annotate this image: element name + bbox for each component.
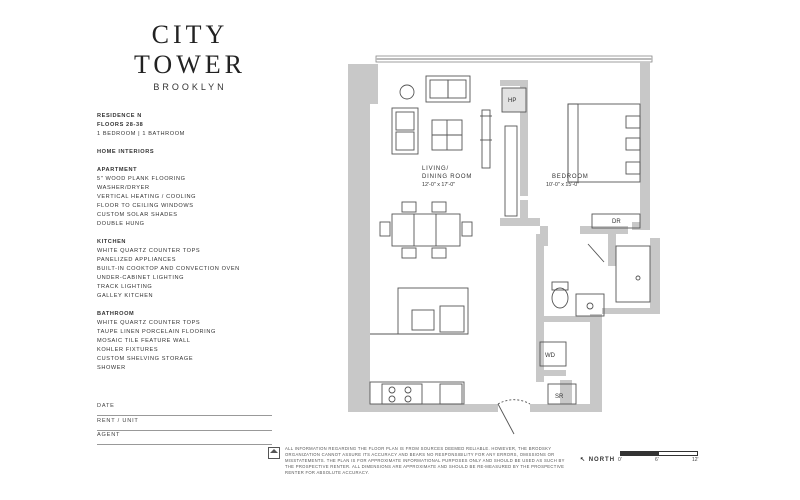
- kitchen-item: BUILT-IN COOKTOP AND CONVECTION OVEN: [97, 266, 240, 272]
- kitchen-item: PANELIZED APPLIANCES: [97, 257, 177, 263]
- kitchen-item: WHITE QUARTZ COUNTER TOPS: [97, 248, 201, 254]
- kitchen-item: UNDER-CABINET LIGHTING: [97, 275, 185, 281]
- residence-floors: FLOORS 28-38: [97, 122, 144, 128]
- brand-title-line1: CITY: [151, 20, 229, 49]
- scale-label-6: 6': [655, 457, 659, 463]
- scale-label-0: 0': [618, 457, 622, 463]
- bathroom-heading: BATHROOM: [97, 311, 135, 317]
- sr-label: SR: [555, 394, 564, 400]
- kitchen-heading: KITCHEN: [97, 239, 127, 245]
- bathroom-item: MOSAIC TILE FEATURE WALL: [97, 338, 191, 344]
- floor-plan: LIVING/ DINING ROOM 12'-0" x 17'-0" BEDR…: [348, 55, 660, 435]
- kitchen-item: GALLEY KITCHEN: [97, 293, 154, 299]
- bathroom-item: KOHLER FIXTURES: [97, 347, 159, 353]
- north-arrow-icon: ↖: [580, 457, 587, 463]
- north-indicator: ↖ NORTH: [580, 456, 615, 463]
- bedroom-name: BEDROOM: [552, 174, 589, 180]
- residence-units: 1 BEDROOM | 1 BATHROOM: [97, 131, 185, 137]
- disclaimer-text: ALL INFORMATION REGARDING THE FLOOR PLAN…: [285, 446, 565, 475]
- bathroom-item: SHOWER: [97, 365, 126, 371]
- kitchen-item: TRACK LIGHTING: [97, 284, 153, 290]
- plan-furniture: [369, 75, 651, 435]
- date-field[interactable]: DATE: [97, 403, 272, 416]
- apartment-item: CUSTOM SOLAR SHADES: [97, 212, 178, 218]
- scale-label-12: 12': [692, 457, 699, 463]
- living-room-name: LIVING/: [422, 166, 449, 172]
- apartment-item: VERTICAL HEATING / COOLING: [97, 194, 197, 200]
- apartment-heading: APARTMENT: [97, 167, 138, 173]
- wd-label: WD: [545, 353, 556, 359]
- bathroom-item: TAUPE LINEN PORCELAIN FLOORING: [97, 329, 216, 335]
- living-room-name2: DINING ROOM: [422, 174, 472, 180]
- scale-bar: [620, 451, 698, 456]
- north-label: NORTH: [588, 457, 616, 463]
- spec-column: RESIDENCE N FLOORS 28-38 1 BEDROOM | 1 B…: [97, 112, 287, 373]
- living-room-dims: 12'-0" x 17'-0": [422, 182, 455, 188]
- rent-unit-field[interactable]: RENT / UNIT: [97, 418, 272, 431]
- dr-label: DR: [612, 219, 621, 225]
- apartment-item: 5" WOOD PLANK FLOORING: [97, 176, 186, 182]
- bathroom-item: CUSTOM SHELVING STORAGE: [97, 356, 194, 362]
- apartment-item: FLOOR TO CEILING WINDOWS: [97, 203, 194, 209]
- heat-pump-box: [501, 87, 527, 113]
- hp-label: HP: [508, 98, 516, 104]
- residence-name: RESIDENCE N: [97, 113, 142, 119]
- apartment-item: DOUBLE HUNG: [97, 221, 145, 227]
- bathroom-item: WHITE QUARTZ COUNTER TOPS: [97, 320, 201, 326]
- equal-housing-icon: [268, 447, 280, 459]
- washer-dryer-box: [539, 341, 567, 367]
- apartment-item: WASHER/DRYER: [97, 185, 150, 191]
- agent-field[interactable]: AGENT: [97, 432, 272, 445]
- brand-subtitle: BROOKLYN: [153, 82, 227, 92]
- bedroom-dims: 10'-0" x 15'-0": [546, 182, 579, 188]
- home-interiors-heading: HOME INTERIORS: [97, 149, 155, 155]
- brand-title-line2: TOWER: [134, 50, 246, 79]
